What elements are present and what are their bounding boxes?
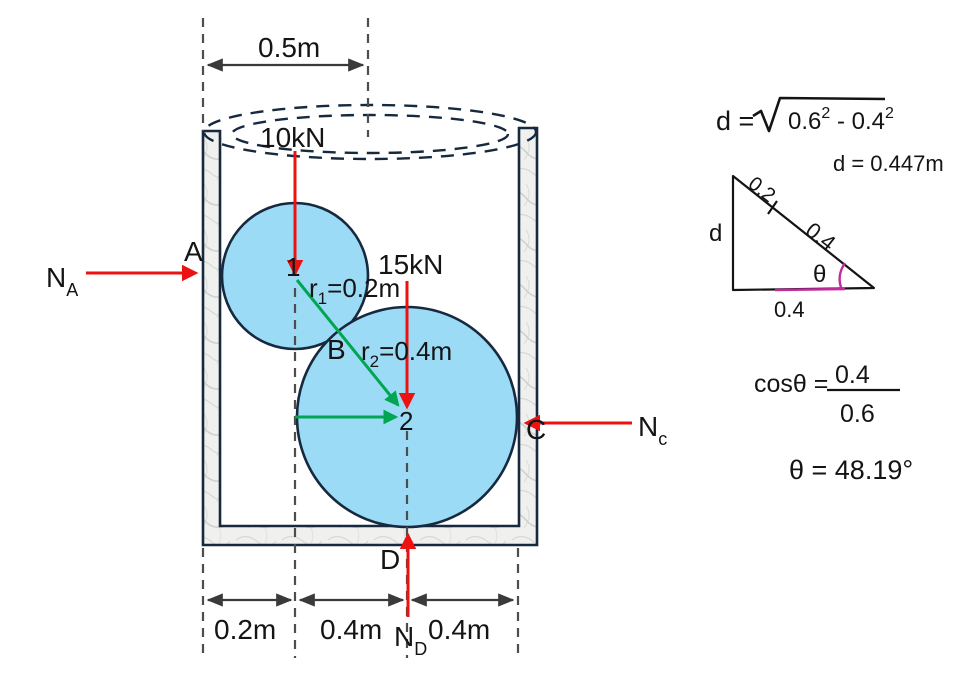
d-equation-radicand: 0.62 - 0.42 [788,105,894,135]
normal-a-label: NA [46,262,78,300]
triangle-left-leg-label: d [709,220,722,247]
force-arrows [86,151,632,617]
dimension-lines [206,58,515,607]
center-1-label: 1 [286,252,300,282]
radius-lines [295,279,400,425]
container-walls [201,126,539,547]
triangle-base-label: 0.4 [774,297,805,322]
normal-d-label: ND [394,621,427,659]
rim-inner-ellipse [230,113,510,155]
cos-equation-lhs: cosθ = [754,370,828,398]
d-equation-lhs: d = [716,106,754,136]
fraction-numerator: 0.4 [835,361,870,389]
radical-sign [752,96,886,133]
dim-top-label: 0.5m [258,32,320,63]
point-b-label: B [327,334,346,365]
dim-bottom-left-label: 0.2m [214,614,276,645]
force-15kn-label: 15kN [378,249,443,280]
triangle-angle-label: θ [813,261,826,288]
center1-to-center2-line [295,279,400,407]
theta-result: θ = 48.19° [789,455,913,485]
hypotenuse-tick [767,200,778,215]
dim-bottom-mid-label: 0.4m [320,614,382,645]
center-2-label: 2 [399,406,413,436]
point-a-label: A [184,236,203,267]
point-c-label: C [526,414,546,445]
normal-c-label: Nc [638,411,667,449]
triangle-hyp-upper-label: 0.2 [744,173,779,207]
fraction-denominator: 0.6 [840,400,875,428]
angle-arc [838,262,847,291]
radius-2-label: r2=0.4m [361,336,452,371]
radius-1-label: r1=0.2m [309,273,400,308]
force-10kn-label: 10kN [260,122,325,153]
d-result: d = 0.447m [833,151,944,176]
container-rim [202,103,538,161]
triangle-hyp-lower-label: 0.4 [801,217,840,256]
rim-outer-ellipse [202,103,538,161]
base-underline [774,287,846,292]
point-d-label: D [380,544,400,575]
dim-bottom-right-label: 0.4m [428,614,490,645]
handwritten-work: d = 0.62 - 0.42 d = 0.447m 0.2 0.4 d θ 0… [709,96,944,485]
